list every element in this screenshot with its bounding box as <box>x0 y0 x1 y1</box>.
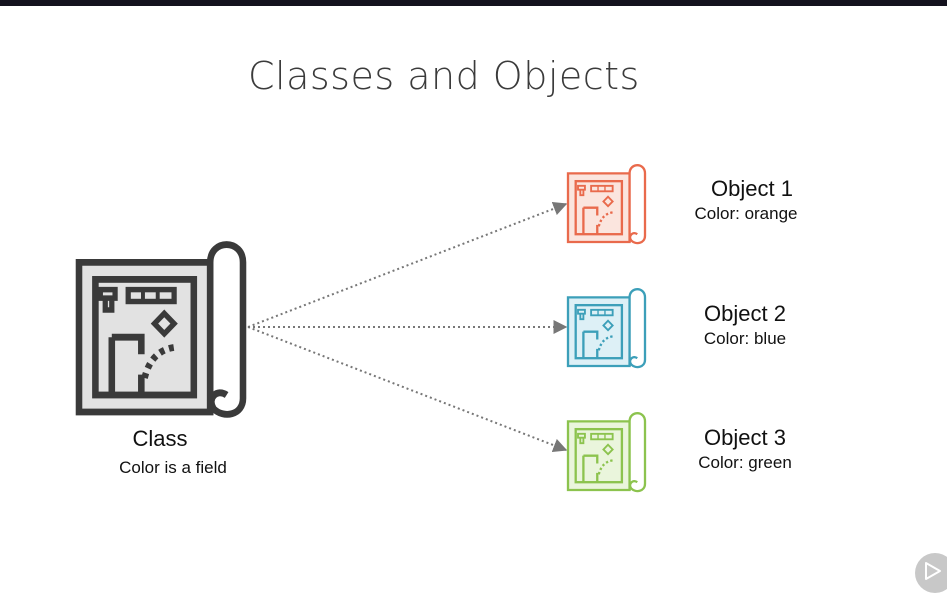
object-3-subtitle: Color: green <box>698 453 792 472</box>
object-2-subtitle: Color: blue <box>703 329 787 348</box>
arrow-to-object-3 <box>247 326 568 452</box>
blueprint-icon <box>75 241 247 418</box>
class-object-diagram <box>75 164 647 493</box>
object-2-label: Object 2 <box>704 301 786 326</box>
blueprint-icon <box>566 288 647 369</box>
class-subtitle: Color is a field <box>119 458 227 477</box>
object-icons <box>566 164 647 493</box>
blueprint-icon <box>566 412 647 493</box>
object-3-label: Object 3 <box>704 425 786 450</box>
play-button[interactable] <box>915 553 947 593</box>
class-label: Class <box>132 426 188 451</box>
top-bar <box>0 0 947 6</box>
arrow-to-object-1 <box>247 202 568 328</box>
object-1-label: Object 1 <box>711 176 793 201</box>
play-icon <box>925 562 941 580</box>
slide-title: Classes and Objects <box>248 54 640 98</box>
class-blueprint-icon <box>75 241 247 418</box>
object-1-subtitle: Color: orange <box>694 204 798 223</box>
arrows <box>247 202 568 452</box>
blueprint-icon <box>566 164 647 245</box>
